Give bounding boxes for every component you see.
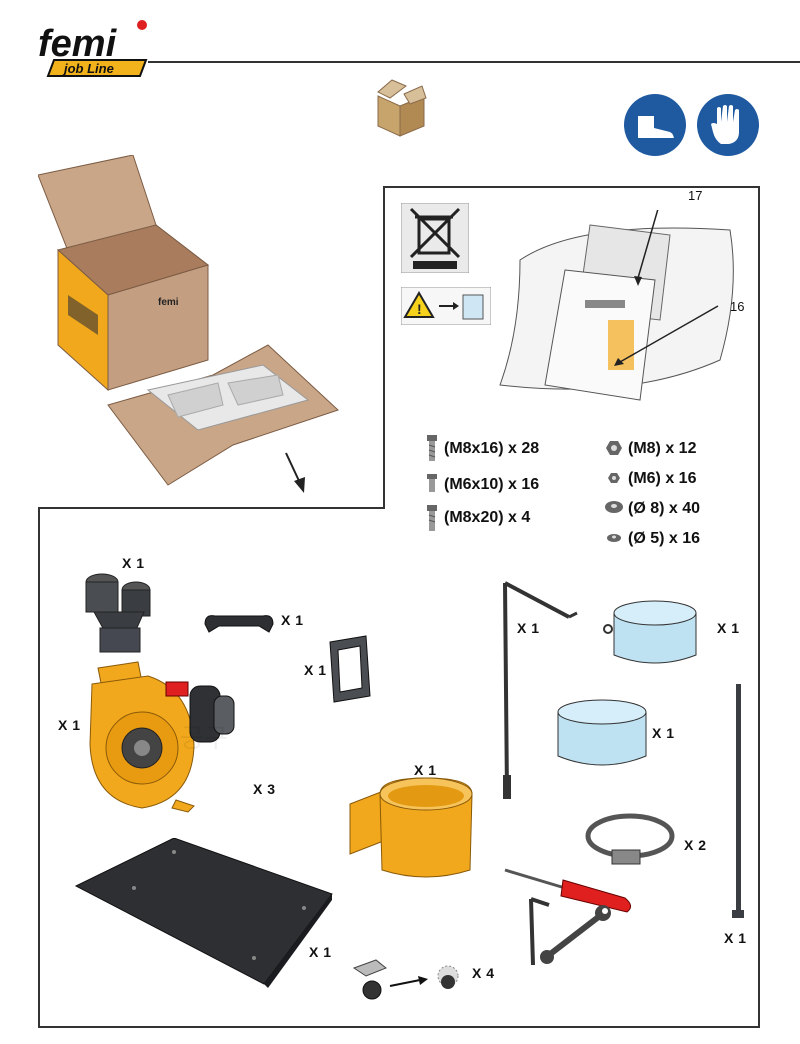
header-rule (148, 61, 800, 63)
blower-illustration (82, 660, 242, 820)
femi-logo: femi job Line (36, 16, 156, 86)
watermark: 공구 (180, 724, 228, 754)
qty-base-plate: X 1 (309, 944, 332, 960)
parts-frame-left (38, 507, 40, 1028)
weee-bin-icon (401, 203, 469, 273)
gasket-frame-illustration (326, 634, 374, 704)
wrench-illustration (537, 905, 612, 965)
hardware-m8x16: (M8x16) x 28 (444, 440, 540, 457)
collector-ring-illustration (346, 770, 476, 885)
qty-collector-ring: X 1 (414, 762, 437, 778)
qty-hose-clamp: X 2 (684, 837, 707, 853)
nut-icon (606, 440, 622, 456)
hardware-m6x10: (M6x10) x 16 (444, 476, 540, 493)
safety-shoes-icon (624, 94, 686, 156)
hardware-m8x20: (M8x20) x 4 (444, 509, 531, 526)
qty-casters: X 4 (472, 965, 495, 981)
support-rod-illustration (495, 575, 580, 805)
svg-text:!: ! (417, 301, 422, 317)
screwdriver-illustration (503, 866, 635, 916)
qty-gasket-frame: X 1 (304, 662, 327, 678)
hardware-washer-5: (Ø 5) x 16 (628, 530, 701, 547)
logo-wordmark: femi (38, 23, 118, 65)
qty-filter-bottom: X 1 (652, 725, 675, 741)
filter-bottom-illustration (554, 696, 650, 776)
hardware-m6-nut: (M6) x 16 (628, 470, 697, 487)
qty-blower: X 1 (58, 717, 81, 733)
logo-subline: job Line (62, 61, 114, 76)
parts-frame-notch-bottom (38, 507, 385, 509)
parts-frame-top (383, 186, 759, 188)
hose-clamp-illustration (582, 806, 678, 874)
nut-icon (608, 472, 620, 484)
parts-frame-notch-left (383, 186, 385, 508)
parts-frame-right (758, 186, 760, 1028)
callout-16: 16 (730, 299, 745, 314)
washer-icon (605, 500, 623, 514)
qty-long-rod: X 1 (724, 930, 747, 946)
safety-gloves-icon (697, 94, 759, 156)
qty-support-rod: X 1 (517, 620, 540, 636)
qty-handle: X 1 (281, 612, 304, 628)
y-fitting-illustration (80, 570, 160, 655)
allen-key-illustration (525, 895, 555, 969)
base-plate-illustration (74, 838, 336, 988)
packaging-box-illustration: femi (38, 155, 348, 495)
qty-blower-x3: X 3 (253, 781, 276, 797)
hardware-m8-nut: (M8) x 12 (628, 440, 697, 457)
svg-text:femi: femi (158, 297, 179, 308)
hardware-washer-8: (Ø 8) x 40 (628, 500, 701, 517)
long-rod-illustration (730, 684, 746, 924)
qty-filter-top: X 1 (717, 620, 740, 636)
callout-17: 17 (688, 188, 703, 203)
documentation-bag-illustration (490, 210, 750, 405)
washer-icon (607, 533, 621, 543)
qty-y-fitting: X 1 (122, 555, 145, 571)
caster-illustration (350, 958, 480, 1008)
short-bolt-icon (427, 474, 437, 492)
parts-frame-bottom (38, 1026, 760, 1028)
handle-illustration (203, 612, 275, 636)
read-manual-icon: ! (401, 287, 491, 325)
filter-top-illustration (600, 595, 710, 675)
bolt-icon (426, 435, 438, 461)
small-box-icon (370, 72, 430, 140)
bolt-icon (426, 505, 438, 531)
